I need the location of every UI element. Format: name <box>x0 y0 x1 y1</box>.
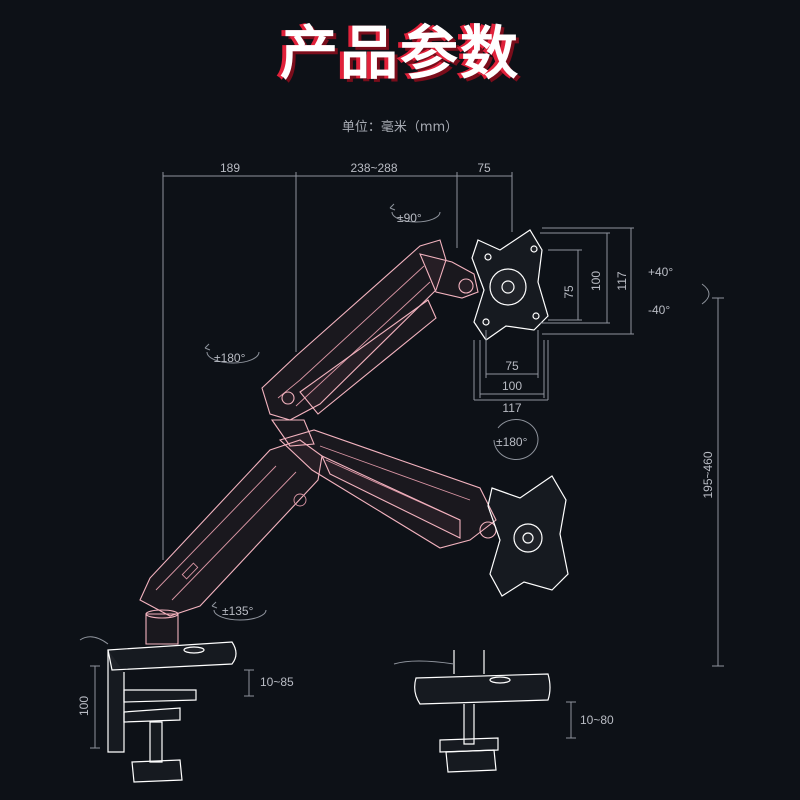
dim-100-vertical: 100 <box>589 271 603 291</box>
dim-75-horizontal: 75 <box>505 359 519 373</box>
dim-height-range: 195~460 <box>701 451 715 498</box>
dim-clamp-10-85: 10~85 <box>260 675 294 689</box>
rotation-180-plate: ±180° <box>496 435 528 449</box>
vesa-plate-top: 75 100 117 75 100 117 +40° -40° <box>471 227 710 415</box>
tilt-up: +40° <box>648 265 673 279</box>
grommet-base: 10~80 <box>393 650 614 773</box>
height-dimension: 195~460 <box>701 297 724 667</box>
dim-75-top: 75 <box>477 161 491 175</box>
top-dimensions: 189 238~288 75 <box>162 161 513 560</box>
unit-label: 单位：毫米（mm） <box>341 120 459 135</box>
arm-extended <box>139 429 497 617</box>
rotation-135: ±135° <box>222 604 254 618</box>
arm-raised <box>261 239 479 447</box>
rotation-180-arm: ±180° <box>214 351 246 365</box>
tilt-down: -40° <box>648 303 670 317</box>
page-title: 产品参数 <box>279 19 520 87</box>
dim-75-vertical: 75 <box>562 285 576 299</box>
dim-100-horizontal: 100 <box>502 379 522 393</box>
dim-189: 189 <box>220 161 240 175</box>
dim-clamp-100: 100 <box>77 696 91 716</box>
vesa-plate-bottom <box>487 475 569 597</box>
rotation-90: ±90° <box>397 211 422 225</box>
dim-117-horizontal: 117 <box>502 401 521 415</box>
dim-grommet-10-80: 10~80 <box>580 713 614 727</box>
clamp-base: 100 10~85 <box>77 609 294 783</box>
rotation-badges: ±90° ±180° ±180° ±135° <box>204 203 539 621</box>
dim-238-288: 238~288 <box>350 161 397 175</box>
dim-117-vertical: 117 <box>615 271 629 290</box>
